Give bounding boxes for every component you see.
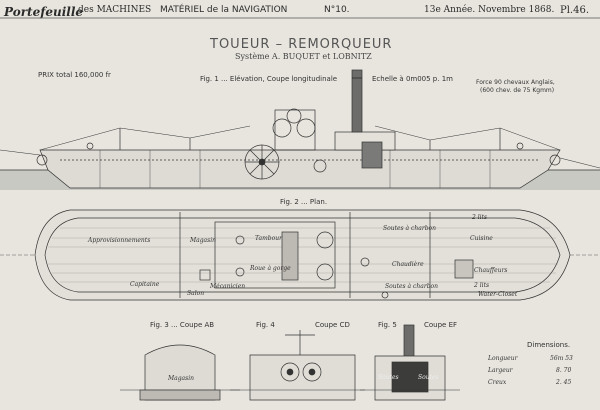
- fig3-section: [120, 344, 240, 401]
- dimension-value-1: 8. 70: [556, 367, 572, 374]
- plate-subtitle: Système A. BUQUET et LOBNITZ: [235, 52, 372, 61]
- fig1-caption: Fig. 1 ... Elévation, Coupe longitudinal…: [200, 75, 338, 83]
- label-salon: Salon: [187, 290, 205, 297]
- fig4-caption: Fig. 4: [256, 321, 275, 329]
- label-roue-a-gorge: Roue à gorge: [250, 265, 291, 272]
- plate-title: TOUEUR – REMORQUEUR: [210, 37, 393, 52]
- dimension-value-0: 56m 53: [550, 355, 573, 362]
- fig2-caption: Fig. 2 ... Plan.: [280, 198, 328, 206]
- price-label: PRIX total 160,000 fr: [38, 71, 111, 79]
- section-number: N°10.: [324, 5, 350, 15]
- dimension-value-2: 2. 45: [556, 379, 572, 386]
- fig1-elevation: [0, 69, 600, 190]
- fig5-section: [360, 324, 460, 401]
- dimensions-heading: Dimensions.: [527, 341, 571, 349]
- fig5-caption: Fig. 5: [378, 321, 397, 329]
- publication-subtitle: des MACHINES: [78, 5, 152, 15]
- label-water-closet: Water-Closet: [478, 291, 518, 298]
- issue-date: 13e Année. Novembre 1868.: [424, 5, 555, 15]
- section-title: MATÉRIEL de la NAVIGATION: [160, 5, 288, 15]
- fig5-coupe: Coupe EF: [424, 321, 458, 329]
- label-capitaine: Capitaine: [130, 281, 160, 288]
- label-soutes-charbon-top: Soutes à charbon: [383, 225, 437, 232]
- fig2-plan: [0, 209, 600, 301]
- fig5-label-left: Soutes: [378, 374, 399, 381]
- label-chauffeurs: Chauffeurs: [474, 267, 508, 274]
- fig1-power-2: (600 chev. de 75 Kgmm): [480, 87, 555, 94]
- label-mecanicien: Mécanicien: [210, 283, 246, 290]
- fig4-coupe: Coupe CD: [315, 321, 350, 329]
- fig1-scale: Echelle à 0m005 p. 1m: [372, 75, 453, 83]
- label-approvisionnements: Approvisionnements: [88, 237, 151, 244]
- plate-number: Pl.46.: [560, 5, 590, 16]
- fig4-section: [230, 330, 365, 401]
- label-soutes-charbon-bottom: Soutes à charbon: [385, 283, 439, 290]
- paddle-wheel: [244, 144, 280, 180]
- label-magasin: Magasin: [190, 237, 217, 244]
- label-lits-bottom: 2 lits: [474, 282, 490, 289]
- label-tambour: Tambour: [255, 235, 282, 242]
- label-lits-top: 2 lits: [472, 214, 488, 221]
- fig5-label-right: Soutes: [418, 374, 439, 381]
- fig3-label-magasin: Magasin: [168, 375, 195, 382]
- dimension-label-0: Longueur: [488, 355, 518, 362]
- publication-name: Portefeuille: [4, 5, 84, 19]
- fig1-power-1: Force 90 chevaux Anglais,: [476, 79, 555, 86]
- label-chaudiere: Chaudière: [392, 261, 424, 268]
- dimension-label-1: Largeur: [488, 367, 513, 374]
- fig3-caption: Fig. 3 ... Coupe AB: [150, 321, 215, 329]
- dimension-label-2: Creux: [488, 379, 507, 386]
- label-cuisine: Cuisine: [470, 235, 493, 242]
